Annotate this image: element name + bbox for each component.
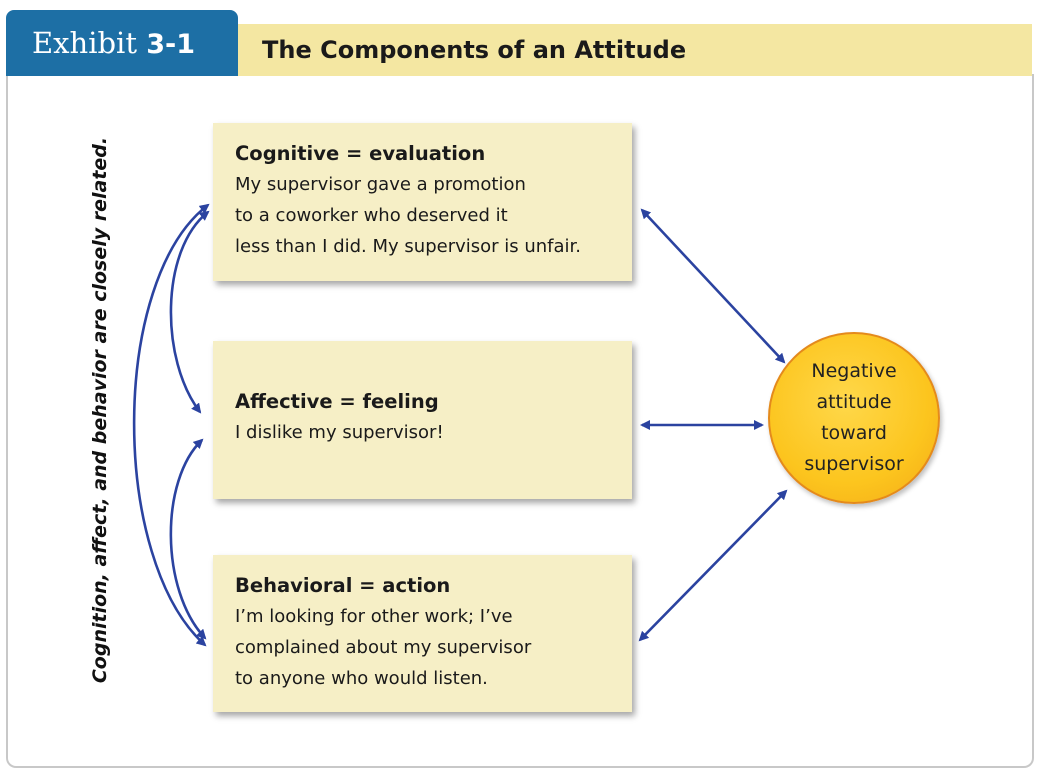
side-caption: Cognition, affect, and behavior are clos… <box>89 136 111 684</box>
exhibit-title: The Components of an Attitude <box>238 24 1032 76</box>
behavioral-box: Behavioral = action I’m looking for othe… <box>213 555 632 712</box>
outcome-text: Negative attitude toward supervisor <box>804 360 904 475</box>
behavioral-heading: Behavioral = action <box>235 574 451 597</box>
affective-box: Affective = feeling I dislike my supervi… <box>213 341 632 499</box>
exhibit-header: Exhibit 3-1 The Components of an Attitud… <box>6 10 1034 76</box>
exhibit-number: 3-1 <box>146 29 195 60</box>
attitude-outcome-circle: Negative attitude toward supervisor <box>768 332 940 504</box>
cognitive-heading: Cognitive = evaluation <box>235 142 486 165</box>
exhibit-word: Exhibit <box>32 26 137 60</box>
behavioral-text: I’m looking for other work; I’ve complai… <box>235 606 532 689</box>
cognitive-text: My supervisor gave a promotion to a cowo… <box>235 174 582 257</box>
affective-text: I dislike my supervisor! <box>235 422 444 443</box>
affective-heading: Affective = feeling <box>235 390 439 413</box>
cognitive-box: Cognitive = evaluation My supervisor gav… <box>213 123 632 281</box>
exhibit-label: Exhibit 3-1 <box>6 10 238 76</box>
